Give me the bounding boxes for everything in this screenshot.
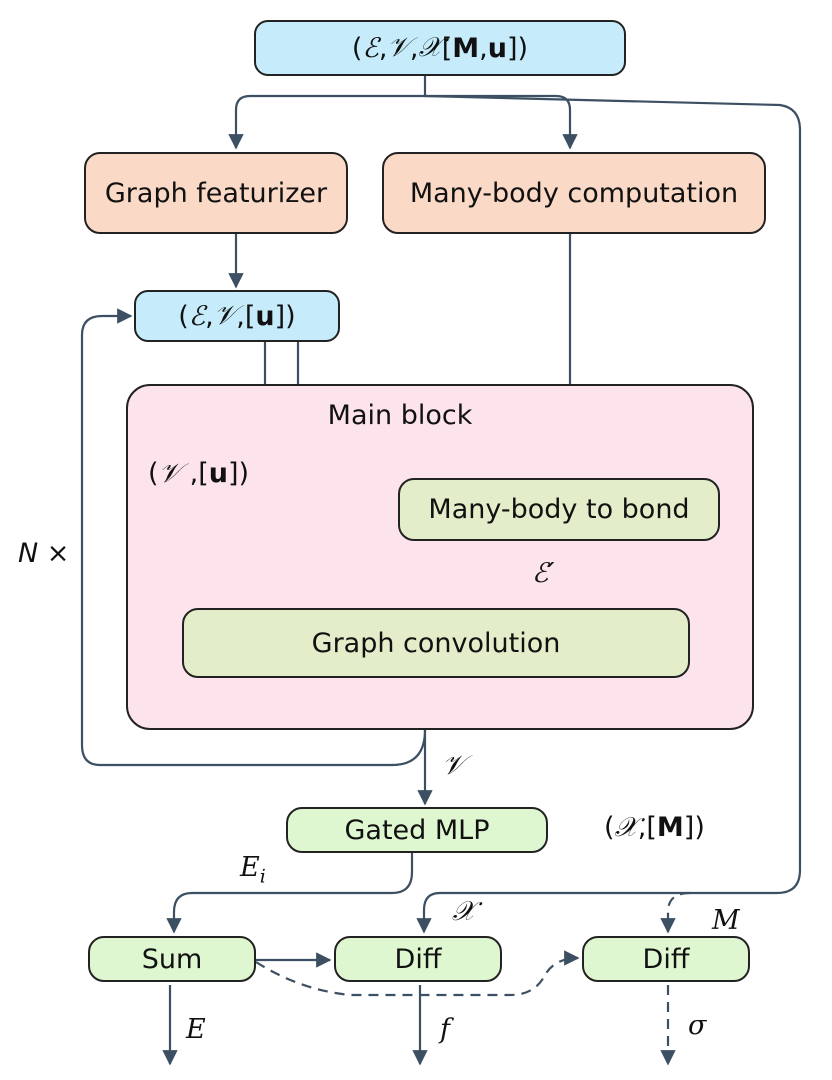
coords-input-label: 𝒳 — [452, 896, 476, 927]
force-output-label: f — [440, 1014, 450, 1045]
edge-prime-label: ℰ′ — [532, 558, 555, 589]
main-block-title: Main block — [327, 400, 473, 431]
stress-output-label: σ — [688, 1010, 707, 1041]
input-open: ( — [351, 32, 363, 64]
input-nodes-symbol: 𝒱 — [387, 32, 410, 63]
graph-state-bracket-open: [ — [244, 300, 256, 332]
input-close: ]) — [507, 32, 529, 64]
edge-sum-to-stress-diff — [255, 950, 580, 997]
diff-force-label: Diff — [394, 943, 442, 975]
node-state-bold: u — [208, 458, 228, 489]
graph-convolution-label: Graph convolution — [311, 627, 561, 659]
input-lattice-symbol: M — [452, 32, 480, 64]
graph-state-node: (ℰ,𝒱, [u]) — [134, 290, 340, 342]
coords-symbol: 𝒳 — [614, 812, 638, 843]
input-comma-1: , — [378, 32, 388, 64]
edge-input-to-diffs — [416, 94, 802, 934]
manybody-to-bond-label: Many-body to bond — [428, 494, 690, 525]
input-comma-3: , — [479, 32, 488, 64]
energy-output-label: E — [186, 1014, 206, 1045]
gated-mlp-label: Gated MLP — [344, 814, 490, 846]
lattice-bold: M — [656, 812, 684, 843]
gated-mlp-node: Gated MLP — [286, 807, 548, 853]
input-node: (ℰ,𝒱,𝒳 [M,u]) — [254, 20, 626, 76]
graph-featurizer-node: Graph featurizer — [84, 152, 348, 234]
node-state-label: (𝒱 ,[u]) — [148, 458, 250, 489]
graph-state-open: ( — [178, 300, 189, 332]
graph-state-edges-symbol: ℰ — [188, 300, 206, 332]
edge-input-to-manybody — [425, 94, 578, 150]
manybody-to-bond-node: Many-body to bond — [398, 478, 720, 541]
input-bracket-open: [ — [441, 32, 453, 64]
input-edges-symbol: ℰ — [362, 32, 379, 64]
graph-convolution-node: Graph convolution — [182, 608, 690, 678]
main-block: Main block — [126, 384, 754, 730]
edge-input-to-featurizer — [228, 76, 427, 150]
repeat-label: N × — [18, 538, 70, 569]
atomic-energy-label: Ei — [240, 852, 266, 888]
graph-state-state-symbol: u — [255, 300, 275, 332]
graph-state-close: ]) — [274, 300, 296, 332]
sum-node: Sum — [88, 936, 256, 982]
graph-state-comma-2: , — [236, 300, 245, 332]
lattice-input-label: M — [712, 905, 740, 936]
input-state-symbol: u — [487, 32, 507, 64]
graph-state-comma-1: , — [205, 300, 214, 332]
coords-lattice-label: (𝒳,[M]) — [604, 812, 705, 843]
graph-featurizer-label: Graph featurizer — [104, 177, 328, 209]
sum-label: Sum — [141, 943, 203, 975]
diff-stress-label: Diff — [642, 943, 690, 975]
edge-repeat-loop — [80, 308, 427, 767]
node-state-symbol: 𝒱 — [158, 458, 182, 489]
diff-stress-node: Diff — [582, 936, 750, 982]
diff-force-node: Diff — [334, 936, 502, 982]
edge-mlp-to-sum — [166, 853, 414, 934]
edge-input-to-stress-diff — [660, 891, 691, 934]
graph-state-nodes-symbol: 𝒱 — [213, 300, 237, 331]
input-comma-2: , — [409, 32, 419, 64]
node-output-label: 𝒱 — [442, 750, 465, 781]
input-coords-symbol: 𝒳 — [418, 32, 442, 63]
manybody-computation-label: Many-body computation — [409, 177, 739, 209]
manybody-computation-node: Many-body computation — [382, 152, 766, 234]
